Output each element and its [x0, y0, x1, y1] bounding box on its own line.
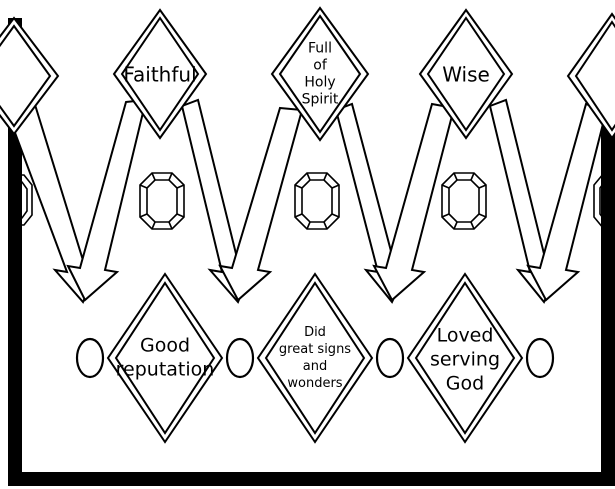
frame-right-bar: [601, 118, 615, 486]
label-line: reputation: [116, 359, 215, 381]
label-line: wonders: [287, 376, 342, 391]
bottom-diamond-signs-wonders: Did great signs and wonders: [258, 274, 372, 442]
quality-label-faithful: Faithful: [123, 63, 196, 87]
jewel-3: [442, 173, 486, 229]
label-line: and: [303, 359, 327, 374]
jewel-1: [140, 173, 184, 229]
oval-2: [227, 339, 253, 377]
label-line: serving: [430, 349, 500, 371]
label-line: Loved: [437, 325, 494, 347]
label-line: God: [446, 373, 484, 395]
label-line: Good: [140, 335, 190, 357]
arrow-4: [220, 108, 302, 300]
label-line: Faithful: [123, 63, 196, 87]
oval-4: [527, 339, 553, 377]
label-line: Spirit: [302, 92, 339, 108]
label-line: Holy: [304, 75, 335, 91]
jewel-2: [295, 173, 339, 229]
oval-3: [377, 339, 403, 377]
oval-1: [77, 339, 103, 377]
arrow-2: [68, 100, 146, 300]
label-line: of: [313, 58, 328, 74]
label-line: great signs: [279, 342, 351, 357]
label-line: Full: [308, 41, 332, 57]
quality-label-wise: Wise: [442, 63, 490, 87]
label-line: Wise: [442, 63, 490, 87]
label-line: Did: [304, 325, 326, 340]
frame-bottom-bar: [8, 472, 615, 486]
